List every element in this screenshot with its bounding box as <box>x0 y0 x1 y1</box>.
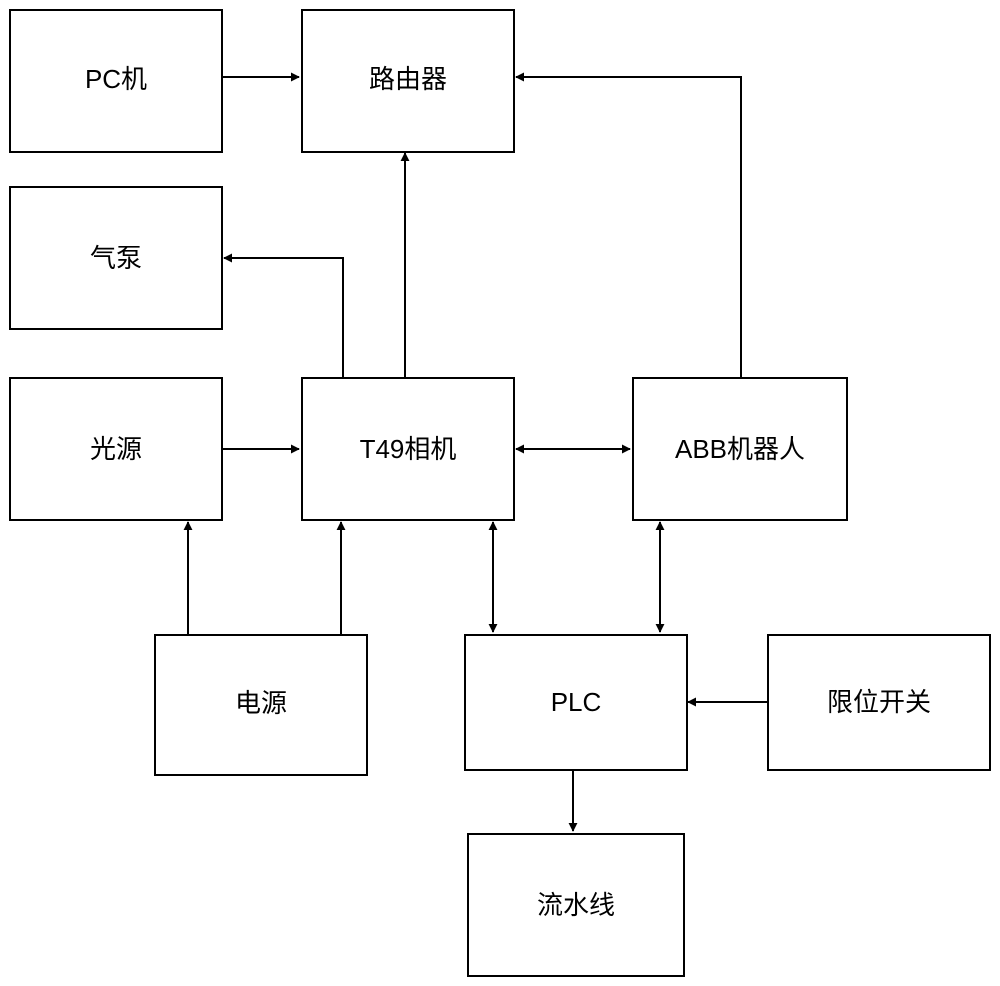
edge-robot-to-router <box>515 72 742 378</box>
node-limit-switch: 限位开关 <box>767 634 991 771</box>
node-pc-label: PC机 <box>85 64 147 94</box>
node-camera-label: T49相机 <box>360 434 457 464</box>
node-plc-label: PLC <box>551 687 602 717</box>
node-power: 电源 <box>154 634 368 776</box>
node-air-pump: 气泵 <box>9 186 223 330</box>
node-robot: ABB机器人 <box>632 377 848 521</box>
node-camera: T49相机 <box>301 377 515 521</box>
node-light-source: 光源 <box>9 377 223 521</box>
node-light-source-label: 光源 <box>90 434 142 464</box>
node-limit-switch-label: 限位开关 <box>827 687 931 717</box>
connectors <box>183 72 768 832</box>
node-assembly-line-label: 流水线 <box>537 890 615 920</box>
node-router-label: 路由器 <box>369 64 447 94</box>
node-plc: PLC <box>464 634 688 771</box>
node-pc: PC机 <box>9 9 223 153</box>
node-assembly-line: 流水线 <box>467 833 685 977</box>
node-air-pump-label: 气泵 <box>90 243 142 273</box>
node-robot-label: ABB机器人 <box>675 434 805 464</box>
edge-camera-to-air-pump <box>223 253 344 378</box>
node-power-label: 电源 <box>235 688 287 718</box>
node-router: 路由器 <box>301 9 515 153</box>
